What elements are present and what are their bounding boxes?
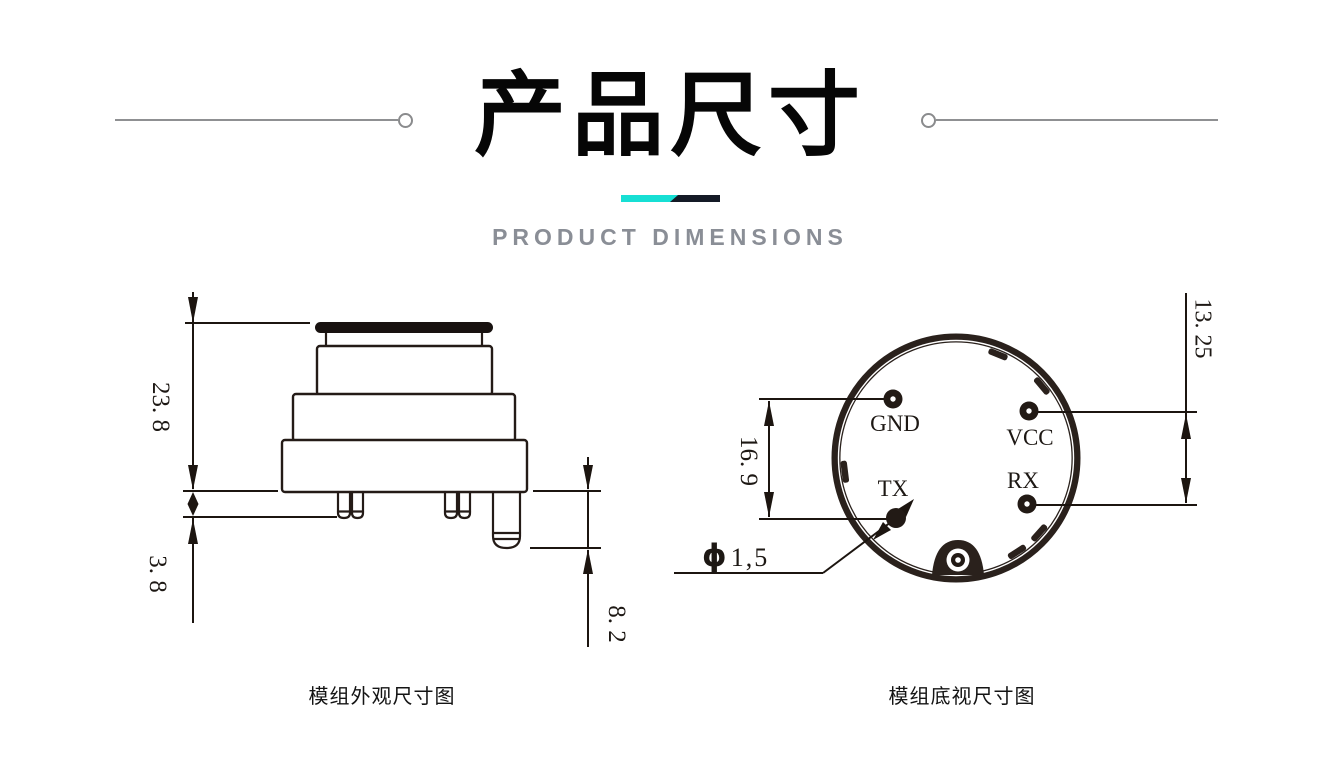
underline-cyan-segment: [621, 195, 678, 202]
module-side-view-drawing: [183, 292, 601, 647]
right-decor-circle: [921, 113, 936, 128]
right-decor-line: [936, 119, 1218, 121]
module-top-cap: [315, 322, 493, 333]
bottom-view-caption: 模组底视尺寸图: [888, 686, 1036, 708]
hole-tx: [886, 508, 906, 528]
title-underline: [621, 195, 720, 202]
page-subtitle: PRODUCT DIMENSIONS: [492, 224, 848, 250]
dim-8-2: [530, 457, 601, 647]
left-decor-circle: [398, 113, 413, 128]
side-view-caption: 模组外观尺寸图: [308, 686, 456, 708]
dim-label-short-pin: 3. 8: [144, 555, 171, 593]
module-bottom-view-drawing: [674, 293, 1197, 583]
diameter-symbol: ϕ: [702, 538, 727, 574]
dim-label-total-height: 23. 8: [147, 382, 174, 432]
pin-label-vcc: VCC: [1006, 425, 1054, 450]
dim-23-8: [183, 292, 310, 492]
pin-label-tx: TX: [877, 476, 909, 501]
pin-label-gnd: GND: [870, 411, 920, 436]
dim-label-long-pin: 8. 2: [603, 605, 630, 643]
dim-3-8: [183, 492, 337, 623]
dim-16-9: [759, 398, 888, 520]
page-title: 产品尺寸: [473, 65, 866, 167]
left-decor-line: [115, 119, 398, 121]
dim-label-horizontal-pitch: 13. 25: [1189, 298, 1216, 359]
module-base: [280, 438, 529, 494]
bottom-nub: [932, 540, 984, 575]
module-tier-top: [315, 344, 494, 397]
module-pins: [336, 490, 522, 550]
module-long-pin: [491, 490, 522, 550]
module-body: [280, 322, 529, 494]
diameter-value: 1,5: [730, 543, 770, 572]
pin-holes: [883, 389, 1039, 528]
dim-13-25: [1036, 293, 1197, 506]
module-tier-middle: [291, 392, 517, 443]
ring-notches: [840, 348, 1050, 560]
underline-dark-segment: [670, 195, 720, 202]
pin-label-rx: RX: [1007, 468, 1039, 493]
dim-label-vertical-pitch: 16. 9: [735, 436, 762, 486]
